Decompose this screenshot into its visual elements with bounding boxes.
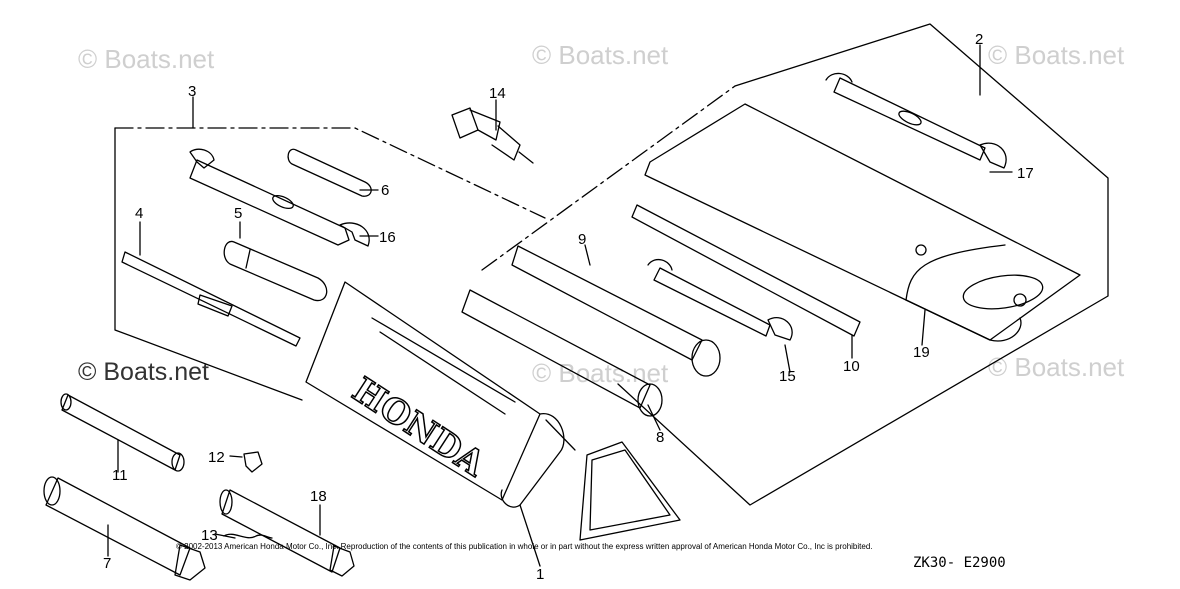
watermark-text: © Boats.net — [532, 40, 669, 70]
callout-6: 6 — [381, 182, 390, 199]
box-wrench-18 — [219, 489, 355, 577]
callout-19: 19 — [913, 344, 930, 361]
callout-7: 7 — [103, 555, 112, 572]
group-outline-3-side — [114, 127, 303, 401]
watermark-text: © Boats.net — [78, 44, 215, 74]
copyright-notice: © 2002-2013 American Honda Motor Co., In… — [176, 542, 873, 551]
callout-2: 2 — [975, 31, 984, 48]
callout-4: 4 — [135, 205, 144, 222]
callout-9: 9 — [578, 231, 587, 248]
screwdriver-handle-5 — [223, 240, 328, 302]
callout-14: 14 — [489, 85, 506, 102]
diagram-code: ZK30- E2900 — [913, 555, 1006, 571]
callout-5: 5 — [234, 205, 243, 222]
group-outline-3 — [114, 127, 546, 219]
callout-13: 13 — [201, 527, 218, 544]
tube-9 — [511, 245, 721, 377]
callout-16: 16 — [379, 229, 396, 246]
callout-1: 1 — [536, 566, 545, 583]
callout-15: 15 — [779, 368, 796, 385]
wrench-17 — [825, 72, 1007, 169]
pin-12 — [243, 451, 263, 473]
watermark-text: © Boats.net — [78, 358, 209, 386]
callout-8: 8 — [656, 429, 665, 446]
spark-plug — [451, 107, 534, 164]
screwdriver-4 — [121, 251, 301, 347]
group-outline-2-dash — [481, 85, 736, 271]
callout-12: 12 — [208, 449, 225, 466]
group-outline-2 — [617, 23, 1109, 506]
watermark-text: © Boats.net — [988, 352, 1125, 382]
rod-10 — [631, 204, 861, 337]
callout-17: 17 — [1017, 165, 1034, 182]
brand-text: HONDA — [345, 370, 492, 485]
callout-10: 10 — [843, 358, 860, 375]
tool-case-1 — [305, 281, 681, 541]
tool-roll-19 — [644, 103, 1081, 342]
callout-18: 18 — [310, 488, 327, 505]
wrench-16 — [189, 148, 370, 247]
tube-wrench-11 — [60, 393, 185, 472]
screwdriver-bit-6 — [287, 148, 372, 197]
clip-13 — [223, 533, 273, 539]
socket-8 — [461, 289, 663, 417]
callout-3: 3 — [188, 83, 197, 100]
box-wrench-7 — [43, 476, 206, 581]
callout-11: 11 — [112, 467, 128, 484]
watermark-text: © Boats.net — [988, 40, 1125, 70]
wrench-15 — [647, 258, 793, 341]
